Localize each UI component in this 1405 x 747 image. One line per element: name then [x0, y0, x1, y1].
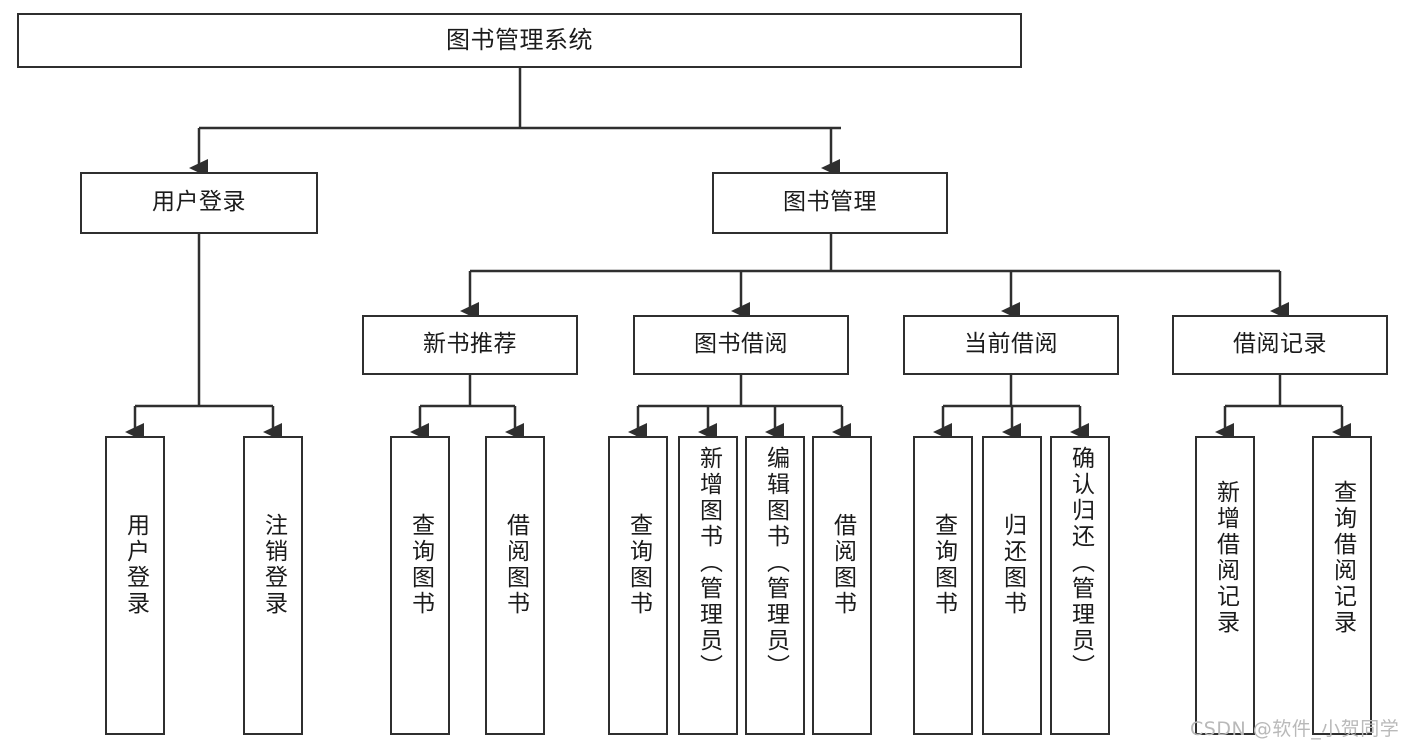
node-current-borrow[interactable]: 当前借阅	[903, 315, 1119, 375]
node-leaf-query-book-borrow[interactable]: 查询图书	[608, 436, 668, 735]
node-label: 用户登录	[152, 189, 246, 216]
node-new-book-recommend[interactable]: 新书推荐	[362, 315, 578, 375]
node-label: 图书借阅	[694, 331, 788, 358]
node-label: 借阅图书	[829, 513, 856, 617]
node-leaf-user-login[interactable]: 用户登录	[105, 436, 165, 735]
node-label: 查询图书	[930, 513, 957, 617]
node-leaf-query-borrow-record[interactable]: 查询借阅记录	[1312, 436, 1372, 735]
node-label: 借阅记录	[1233, 331, 1327, 358]
node-label: 借阅图书	[502, 513, 529, 617]
node-label: 编辑图书（管理员）	[762, 446, 789, 680]
node-leaf-confirm-return-admin[interactable]: 确认归还（管理员）	[1050, 436, 1110, 735]
node-root-book-management-system[interactable]: 图书管理系统	[17, 13, 1022, 68]
node-leaf-return-book[interactable]: 归还图书	[982, 436, 1042, 735]
node-label: 新增图书（管理员）	[695, 446, 722, 680]
node-label: 查询图书	[407, 513, 434, 617]
node-leaf-add-borrow-record[interactable]: 新增借阅记录	[1195, 436, 1255, 735]
node-leaf-add-book-admin[interactable]: 新增图书（管理员）	[678, 436, 738, 735]
node-label: 图书管理	[783, 189, 877, 216]
node-label: 注销登录	[260, 513, 287, 617]
node-label: 查询借阅记录	[1329, 480, 1356, 636]
node-label: 新增借阅记录	[1212, 480, 1239, 636]
node-leaf-logout[interactable]: 注销登录	[243, 436, 303, 735]
node-leaf-query-book-current[interactable]: 查询图书	[913, 436, 973, 735]
node-leaf-borrow-book-recommend[interactable]: 借阅图书	[485, 436, 545, 735]
node-label: 新书推荐	[423, 331, 517, 358]
node-leaf-query-book-recommend[interactable]: 查询图书	[390, 436, 450, 735]
node-book-management[interactable]: 图书管理	[712, 172, 948, 234]
node-label: 查询图书	[625, 513, 652, 617]
node-book-borrow[interactable]: 图书借阅	[633, 315, 849, 375]
node-borrow-record[interactable]: 借阅记录	[1172, 315, 1388, 375]
node-label: 归还图书	[999, 513, 1026, 617]
node-label: 确认归还（管理员）	[1067, 446, 1094, 680]
csdn-watermark: CSDN @软件_小贺同学	[1190, 718, 1400, 740]
node-label: 当前借阅	[964, 331, 1058, 358]
node-leaf-edit-book-admin[interactable]: 编辑图书（管理员）	[745, 436, 805, 735]
node-user-login[interactable]: 用户登录	[80, 172, 318, 234]
node-leaf-borrow-book[interactable]: 借阅图书	[812, 436, 872, 735]
node-label: 用户登录	[122, 513, 149, 617]
node-label: 图书管理系统	[446, 26, 593, 55]
